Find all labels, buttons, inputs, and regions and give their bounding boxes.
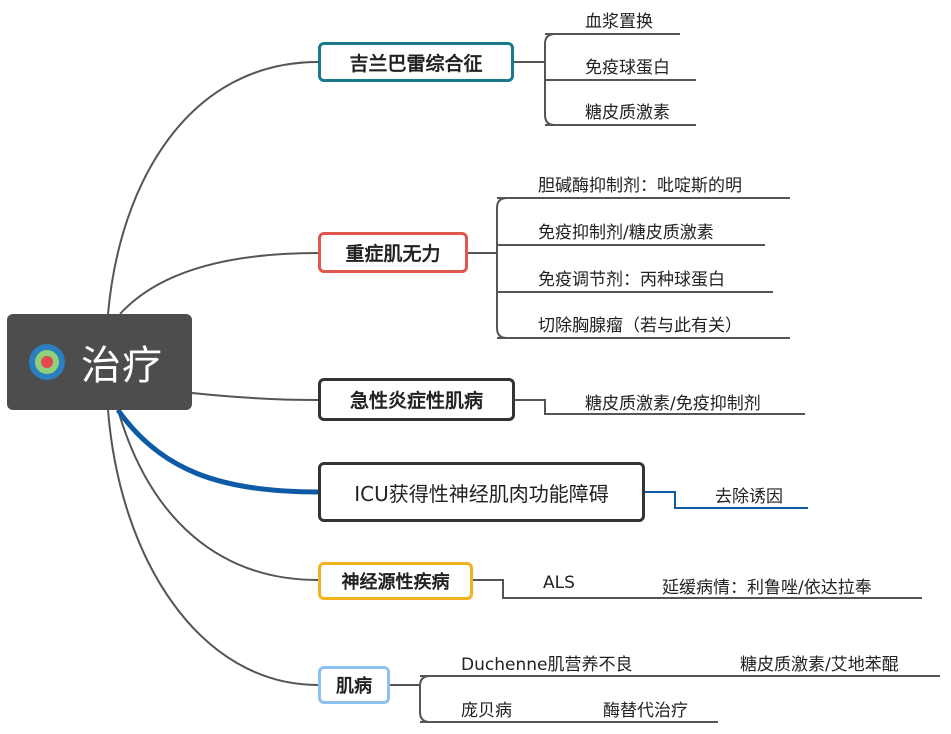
root-node[interactable]: 治疗 xyxy=(7,314,192,410)
link-icu xyxy=(115,408,319,495)
myositis-child-1: 糖皮质激素/免疫抑制剂 xyxy=(585,394,761,414)
branch-myopathy[interactable]: 肌病 xyxy=(318,666,390,704)
mg-child-1: 胆碱酶抑制剂：吡啶斯的明 xyxy=(538,176,742,196)
branch-gbs-label: 吉兰巴雷综合征 xyxy=(349,52,483,75)
branch-icu-label: ICU获得性神经肌肉功能障碍 xyxy=(354,481,609,506)
neuro-grandchild-als: 延缓病情：利鲁唑/依达拉奉 xyxy=(662,578,872,598)
target-icon xyxy=(29,344,65,380)
branch-mg-label: 重症肌无力 xyxy=(345,243,441,265)
mg-child-3: 免疫调节剂：丙种球蛋白 xyxy=(538,270,725,290)
branch-myositis[interactable]: 急性炎症性肌病 xyxy=(318,378,515,421)
link-neuro xyxy=(117,409,319,581)
branch-myositis-label: 急性炎症性肌病 xyxy=(349,390,483,412)
myopathy-grandchild-pompe: 酶替代治疗 xyxy=(603,701,688,721)
branch-mg[interactable]: 重症肌无力 xyxy=(318,232,468,273)
gbs-child-1: 血浆置换 xyxy=(585,12,653,32)
link-myositis xyxy=(191,392,319,401)
link-myopathy xyxy=(107,409,319,686)
branch-neuro-label: 神经源性疾病 xyxy=(341,572,450,593)
root-label: 治疗 xyxy=(81,343,163,389)
myopathy-child-pompe: 庞贝病 xyxy=(461,701,512,721)
gbs-child-3: 糖皮质激素 xyxy=(585,103,670,123)
branch-gbs[interactable]: 吉兰巴雷综合征 xyxy=(318,42,514,82)
branch-icu[interactable]: ICU获得性神经肌肉功能障碍 xyxy=(318,462,645,522)
link-mg xyxy=(119,252,319,315)
branch-myopathy-label: 肌病 xyxy=(336,676,372,697)
mg-child-2: 免疫抑制剂/糖皮质激素 xyxy=(538,223,714,243)
neuro-child-als: ALS xyxy=(543,573,575,593)
icu-child-1: 去除诱因 xyxy=(715,487,783,507)
link-gbs xyxy=(107,61,319,315)
gbs-child-2: 免疫球蛋白 xyxy=(585,58,670,78)
mg-child-4: 切除胸腺瘤（若与此有关） xyxy=(538,316,742,336)
myopathy-child-dmd: Duchenne肌营养不良 xyxy=(461,655,633,675)
branch-neuro[interactable]: 神经源性疾病 xyxy=(318,562,473,600)
myopathy-grandchild-dmd: 糖皮质激素/艾地苯醌 xyxy=(740,655,899,675)
